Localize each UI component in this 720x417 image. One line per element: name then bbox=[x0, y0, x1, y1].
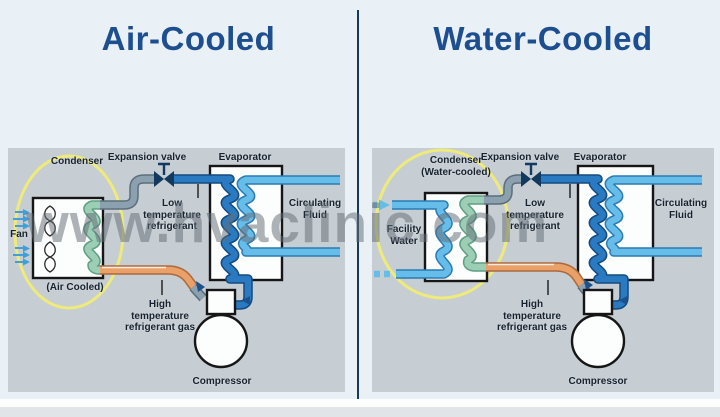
air-cooled-schematic bbox=[13, 154, 340, 369]
flow-arrow-icon bbox=[196, 281, 205, 292]
flow-arrow-icon bbox=[584, 279, 593, 290]
circulating-fluid-pipe bbox=[236, 175, 340, 257]
evaporator-label: Evaporator bbox=[573, 152, 627, 163]
circulating-fluid-pipe bbox=[604, 175, 702, 257]
fan-label: Fan bbox=[10, 229, 28, 240]
expansion-valve-label: Expansion valve bbox=[107, 152, 187, 163]
flow-arrow-icon bbox=[619, 296, 627, 305]
hot-gas-pipe bbox=[100, 265, 207, 302]
panel-divider bbox=[357, 10, 359, 400]
compressor-label: Compressor bbox=[192, 376, 252, 387]
expansion-valve-label: Expansion valve bbox=[480, 152, 560, 163]
condenser-to-valve-pipe bbox=[484, 174, 523, 205]
low-temp-refrigerant-label: Low temperature refrigerant bbox=[506, 198, 564, 232]
high-temp-refrigerant-label: High temperature refrigerant gas bbox=[496, 299, 568, 333]
condenser-coil bbox=[459, 195, 486, 272]
water-cooled-title: Water-Cooled bbox=[433, 20, 653, 57]
water-cooled-schematic bbox=[373, 148, 702, 369]
flow-arrow-icon bbox=[242, 296, 250, 305]
condenser-label: Condenser bbox=[50, 156, 104, 167]
high-temp-refrigerant-label: High temperature refrigerant gas bbox=[124, 299, 196, 333]
condenser-to-valve-pipe bbox=[100, 174, 154, 210]
condenser-coil bbox=[83, 200, 103, 275]
expansion-valve-icon bbox=[154, 162, 174, 187]
water-cooled-diagram: Condenser (Water-cooled) Facility Water … bbox=[372, 148, 714, 392]
bottom-gray-band bbox=[0, 407, 720, 417]
air-cooled-title: Air-Cooled bbox=[101, 20, 276, 57]
bottom-white-band bbox=[0, 399, 720, 407]
facility-water-pipe bbox=[373, 199, 453, 279]
circulating-fluid-label: Circulating Fluid bbox=[288, 198, 342, 221]
low-temp-refrigerant-label: Low temperature refrigerant bbox=[143, 198, 201, 232]
expansion-valve-icon bbox=[521, 162, 541, 187]
condenser-label: Condenser (Water-cooled) bbox=[421, 155, 491, 178]
air-cooled-diagram: Condenser Fan (Air Cooled) Expansion val… bbox=[8, 148, 345, 392]
refrigerant-pipe bbox=[541, 174, 629, 310]
refrigerant-pipe bbox=[174, 174, 253, 310]
facility-water-label: Facility Water bbox=[386, 224, 422, 247]
compressor-label: Compressor bbox=[568, 376, 628, 387]
condenser-highlight-ellipse bbox=[13, 154, 125, 310]
evaporator-label: Evaporator bbox=[218, 152, 272, 163]
hot-gas-pipe bbox=[486, 262, 595, 301]
circulating-fluid-label: Circulating Fluid bbox=[654, 198, 708, 221]
airflow-arrows-icon bbox=[13, 209, 30, 266]
compressor-icon bbox=[193, 288, 249, 369]
compressor-icon bbox=[570, 288, 626, 369]
air-cooled-sub-label: (Air Cooled) bbox=[46, 282, 104, 293]
watermark: www.hvaclinic.com bbox=[26, 192, 549, 254]
condenser-highlight-ellipse bbox=[374, 148, 510, 300]
fan-icon bbox=[44, 205, 56, 273]
